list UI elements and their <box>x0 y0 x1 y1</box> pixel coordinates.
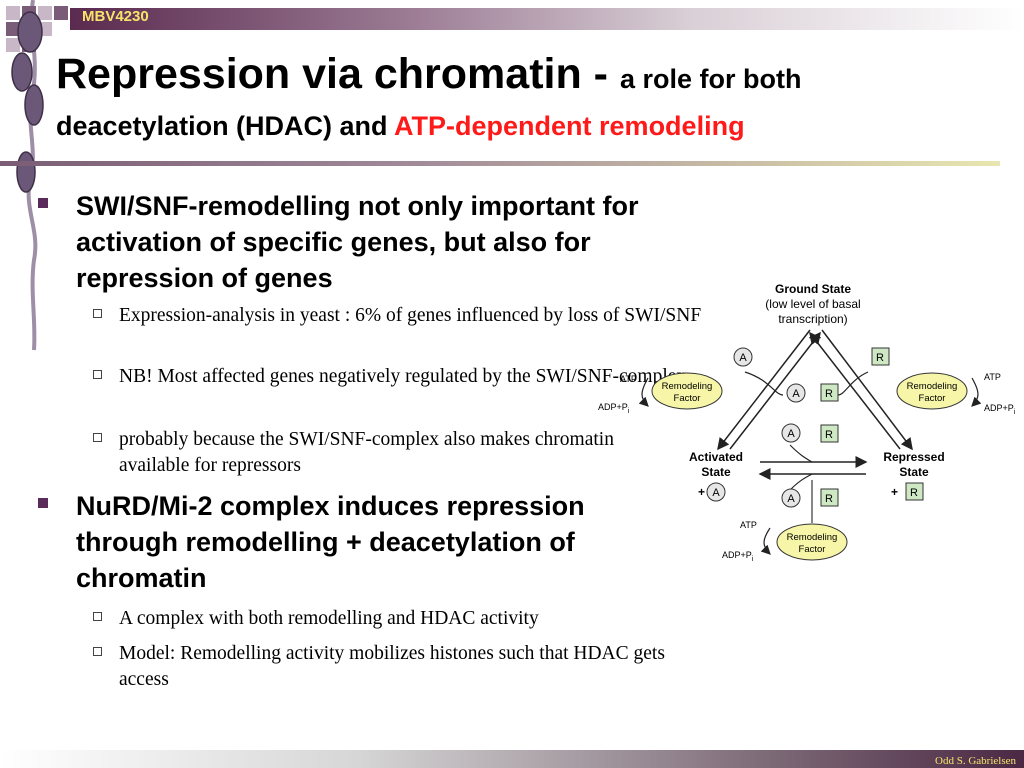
sub-bullet-text: probably because the SWI/SNF-complex als… <box>119 429 614 476</box>
repressor-icon: R <box>820 488 839 507</box>
svg-text:A: A <box>739 352 747 364</box>
remodeling-factor-bottom <box>776 523 848 561</box>
adp-label: ADP+Pi <box>598 402 630 415</box>
square-bullet-icon <box>38 498 48 508</box>
svg-text:R: R <box>825 493 833 505</box>
plus-sign: + <box>891 485 898 499</box>
remodeling-factor-label: Factor <box>674 393 701 404</box>
repressed-state-label: Repressed <box>883 450 944 464</box>
title-highlight: ATP-dependent remodeling <box>394 111 745 141</box>
course-code: MBV4230 <box>82 8 149 25</box>
activator-icon: A <box>733 347 753 367</box>
svg-text:R: R <box>825 429 833 441</box>
hollow-square-bullet-icon <box>93 647 102 656</box>
decor-square <box>6 22 20 36</box>
ground-state-label: (low level of basal <box>765 297 860 311</box>
repressor-icon: R <box>820 424 839 443</box>
decor-square <box>54 6 68 20</box>
decor-bead <box>16 151 36 193</box>
svg-text:R: R <box>825 388 833 400</box>
sub-bullet-text: NB! Most affected genes negatively regul… <box>119 366 687 387</box>
svg-text:A: A <box>712 487 720 499</box>
atp-curve <box>971 377 982 407</box>
repressor-icon: R <box>905 482 924 501</box>
repressor-icon: R <box>871 347 890 366</box>
remodeling-factor-label: Remodeling <box>907 381 958 392</box>
adp-label: ADP+Pi <box>984 403 1016 416</box>
activator-icon: A <box>781 488 801 508</box>
arrow <box>809 331 901 450</box>
square-bullet-icon <box>38 198 48 208</box>
repressor-icon: R <box>820 383 839 402</box>
title-subtitle-1: a role for both <box>619 64 802 94</box>
atp-label: ATP <box>984 372 1001 382</box>
adp-label: ADP+Pi <box>722 550 754 563</box>
svg-text:A: A <box>787 428 795 440</box>
remodeling-factor-left <box>651 372 723 410</box>
factor-curve <box>837 371 869 396</box>
svg-text:A: A <box>792 388 800 400</box>
activated-state-label: State <box>701 465 731 479</box>
remodeling-factor-label: Factor <box>799 544 826 555</box>
atp-curve <box>760 527 771 555</box>
arrow <box>821 329 913 451</box>
decor-bead <box>17 11 43 53</box>
repressed-state-label: State <box>899 465 929 479</box>
title-divider <box>0 161 1000 166</box>
sub-bullet-text: A complex with both remodelling and HDAC… <box>119 608 539 629</box>
exchange-curve <box>789 444 813 463</box>
author-credit: Odd S. Gabrielsen <box>935 755 1016 767</box>
bullet-text: SWI/SNF-remodelling not only important f… <box>76 191 639 293</box>
header-bar <box>70 8 1024 30</box>
activator-icon: A <box>706 482 726 502</box>
sub-bullet-text: Expression-analysis in yeast : 6% of gen… <box>119 305 702 326</box>
footer-bar <box>0 750 1024 768</box>
svg-text:A: A <box>787 493 795 505</box>
arrow <box>717 329 811 451</box>
atp-curve <box>638 377 649 407</box>
exchange-curve <box>789 473 813 491</box>
slide-title-line2: deacetylation (HDAC) and ATP-dependent r… <box>56 111 745 142</box>
decor-bead <box>24 84 44 126</box>
activator-icon: A <box>781 423 801 443</box>
sub-bullet-text: Model: Remodelling activity mobilizes hi… <box>119 643 665 690</box>
factor-curve <box>744 371 784 396</box>
atp-label: ATP <box>740 520 757 530</box>
remodeling-factor-label: Factor <box>919 393 946 404</box>
remodeling-factor-label: Remodeling <box>787 532 838 543</box>
title-subtitle-2: deacetylation (HDAC) and <box>56 111 395 141</box>
ground-state-label: transcription) <box>778 312 847 326</box>
slide-title: Repression via chromatin - a role for bo… <box>56 50 801 99</box>
decor-square <box>6 38 20 52</box>
svg-text:R: R <box>876 352 884 364</box>
bullet-text: NuRD/Mi-2 complex induces repression thr… <box>76 491 585 593</box>
remodeling-factor-right <box>896 372 968 410</box>
ground-state-label: Ground State <box>775 282 851 296</box>
activator-icon: A <box>786 383 806 403</box>
decor-bead <box>11 52 33 92</box>
title-main: Repression via chromatin - <box>56 50 620 98</box>
remodeling-factor-label: Remodeling <box>662 381 713 392</box>
chromatin-state-diagram: Ground State (low level of basal transcr… <box>598 282 1016 563</box>
hollow-square-bullet-icon <box>93 370 102 379</box>
atp-label: ATP <box>620 374 637 384</box>
hollow-square-bullet-icon <box>93 309 102 318</box>
hollow-square-bullet-icon <box>93 612 102 621</box>
activated-state-label: Activated <box>689 450 743 464</box>
decorative-vine <box>6 0 68 351</box>
svg-text:R: R <box>910 487 918 499</box>
plus-sign: + <box>698 485 705 499</box>
decor-square <box>6 6 20 20</box>
decor-square <box>38 6 52 20</box>
hollow-square-bullet-icon <box>93 433 102 442</box>
